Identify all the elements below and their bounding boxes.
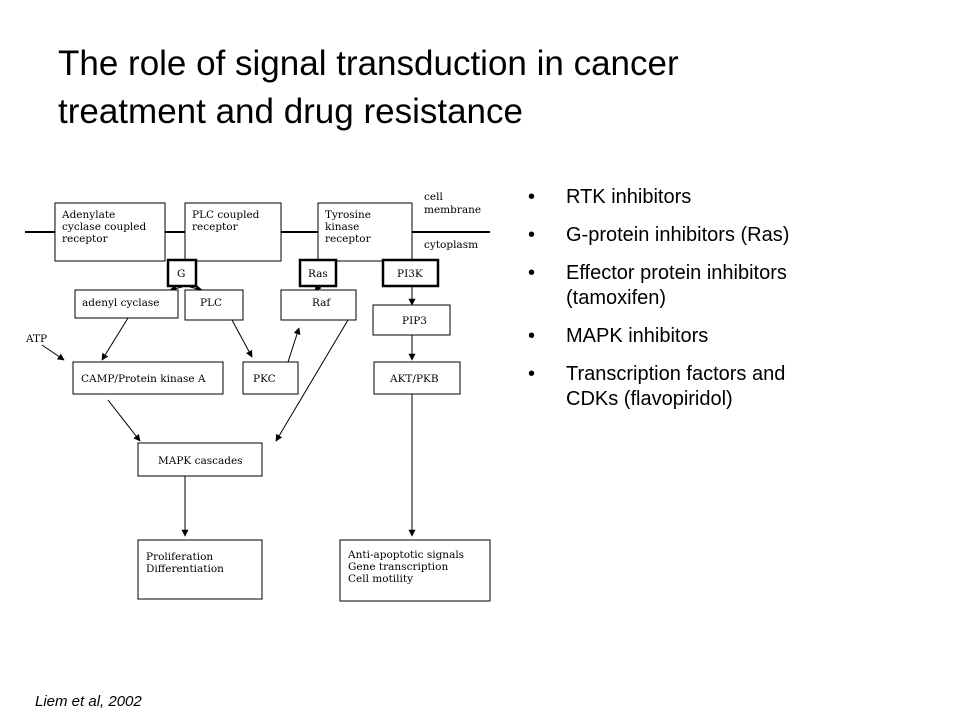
node-box	[242, 361, 299, 395]
node-box	[280, 289, 357, 321]
cytoplasm-label: cytoplasm	[424, 239, 478, 251]
node-box	[381, 258, 440, 288]
node-label: adenyl cyclase	[82, 297, 160, 309]
node-box	[298, 258, 338, 288]
node-g: G	[166, 258, 198, 288]
node-box	[54, 202, 166, 262]
arrow-pkc-to-raf	[287, 327, 301, 363]
bullet-item: RTK inhibitors	[528, 185, 928, 210]
node-box	[317, 202, 413, 262]
atp-label: ATP	[25, 333, 47, 345]
bullet-text: MAPK inhibitors	[566, 325, 709, 347]
node-box	[137, 442, 263, 477]
node-camp: CAMP/Protein kinase A	[72, 361, 224, 395]
slide-title: The role of signal transduction in cance…	[58, 40, 918, 136]
arrow-adenyl-cyclase-to-camp	[101, 317, 129, 361]
node-label: CAMP/Protein kinase A	[81, 373, 206, 385]
node-label: PKC	[253, 373, 276, 385]
bullet-text: G-protein inhibitors (Ras)	[566, 224, 790, 246]
membrane-labels: cell membrane cytoplasm ATP	[25, 191, 481, 345]
arrow-raf-to-mapk	[275, 319, 349, 442]
arrow-atp-to-camp	[41, 344, 65, 361]
node-box	[184, 289, 244, 321]
node-akt: AKT/PKB	[373, 361, 461, 395]
title-line-2: treatment and drug resistance	[58, 92, 523, 131]
node-ras: Ras	[298, 258, 338, 288]
node-pip3: PIP3	[372, 304, 451, 336]
bullet-item: G-protein inhibitors (Ras)	[528, 223, 928, 248]
node-label: MAPK cascades	[158, 455, 243, 467]
cell-membrane-label: cell membrane	[424, 191, 481, 216]
node-raf: Raf	[280, 289, 357, 321]
pathway-arrows	[41, 283, 416, 537]
node-pkc: PKC	[242, 361, 299, 395]
node-box	[339, 539, 491, 602]
node-box	[184, 202, 282, 262]
bullet-text: RTK inhibitors	[566, 186, 692, 208]
node-mapk: MAPK cascades	[137, 442, 263, 477]
bullet-list: RTK inhibitorsG-protein inhibitors (Ras)…	[528, 185, 928, 425]
node-adenyl-cyclase: adenyl cyclase	[74, 289, 179, 319]
bullet-text: Transcription factors and	[566, 363, 786, 385]
bullet-item: Effector protein inhibitors (tamoxifen)	[528, 261, 928, 311]
bullet-text: Effector protein inhibitors	[566, 262, 787, 284]
node-label: PIP3	[402, 315, 427, 327]
node-box	[72, 361, 224, 395]
arrow-plc-to-pkc	[231, 319, 253, 358]
node-pi3k: PI3K	[381, 258, 440, 288]
node-label: G	[177, 268, 185, 280]
node-box	[74, 289, 179, 319]
citation: Liem et al, 2002	[35, 693, 142, 710]
node-box	[372, 304, 451, 336]
title-line-1: The role of signal transduction in cance…	[58, 44, 679, 83]
node-box	[137, 539, 263, 600]
arrow-camp-to-mapk	[107, 399, 141, 442]
node-plc: PLC	[184, 289, 244, 321]
node-label: AKT/PKB	[389, 373, 439, 385]
node-label: Raf	[312, 297, 331, 309]
bullet-text: CDKs (flavopiridol)	[566, 388, 733, 410]
node-label: PI3K	[397, 268, 423, 280]
node-box	[373, 361, 461, 395]
node-label: PLC	[200, 297, 222, 309]
bullet-text: (tamoxifen)	[566, 287, 667, 309]
node-box	[166, 258, 198, 288]
bullet-item: MAPK inhibitors	[528, 324, 928, 349]
node-label: Ras	[308, 268, 328, 280]
